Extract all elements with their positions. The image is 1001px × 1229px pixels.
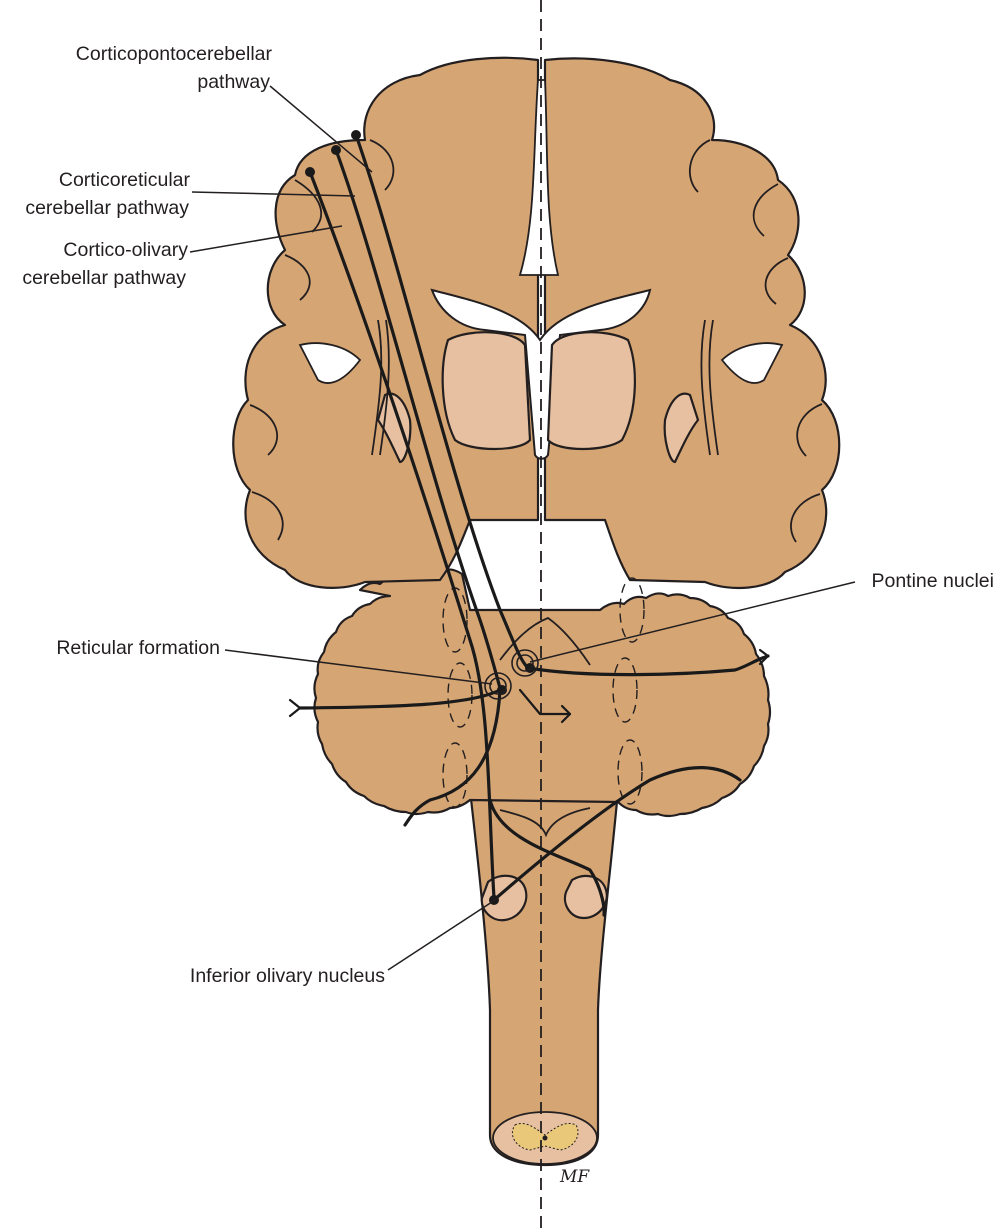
internal-capsule-lines <box>371 319 719 456</box>
lateral-ventricles <box>430 288 652 460</box>
left-inferior-olive <box>480 874 528 922</box>
corticoreticular-cell-body <box>331 145 341 155</box>
terminal-branches <box>288 648 770 724</box>
leader-inferior-olivary-nucleus <box>387 899 496 971</box>
thalamus-right <box>546 331 636 451</box>
label-corticoolivary-line2: cerebellar pathway <box>22 267 186 289</box>
label-corticoreticular-line2: cerebellar pathway <box>25 197 189 219</box>
cerebellum <box>313 568 772 818</box>
right-putamen <box>663 392 700 464</box>
right-hemisphere <box>543 57 841 590</box>
cerebellar-nuclei-outlines <box>442 577 645 808</box>
brain-tissue <box>232 56 841 1167</box>
fourth-ventricle <box>499 807 591 838</box>
illustrator-signature: MF <box>559 1167 590 1187</box>
pathways <box>288 130 770 917</box>
olivary-ipsilateral-fiber <box>488 798 606 917</box>
pontocerebellar-crossing-fiber <box>526 654 770 677</box>
corticopontocerebellar-cell-body <box>351 130 361 140</box>
label-corticoreticular-line1: Corticoreticular <box>59 169 191 191</box>
left-lateral-slit <box>298 342 362 384</box>
leader-reticular-formation <box>224 649 493 685</box>
longitudinal-fissure <box>518 79 560 276</box>
thalamus-left <box>441 331 532 451</box>
label-corticoolivary-line1: Cortico-olivary <box>63 239 188 261</box>
leader-corticopontocerebellar <box>269 85 373 173</box>
label-pontine-nuclei: Pontine nuclei <box>871 570 994 592</box>
label-corticopontocerebellar-line1: Corticopontocerebellar <box>76 43 273 65</box>
reticular-cell-body <box>497 685 507 695</box>
reticulocerebellar-fiber <box>298 688 502 710</box>
right-lateral-slit <box>720 342 784 384</box>
corticoolivary-fiber <box>308 170 496 900</box>
sulci <box>249 139 823 543</box>
labels: Corticopontocerebellar pathway Corticore… <box>22 43 994 1187</box>
label-reticular-formation: Reticular formation <box>56 637 220 659</box>
corticoolivary-cell-body <box>305 167 315 177</box>
synapse-rings <box>484 649 539 700</box>
reticular-descending-fiber <box>403 688 502 827</box>
central-canal <box>542 1135 548 1141</box>
leader-pontine-nuclei <box>529 581 856 663</box>
leader-lines <box>189 85 856 971</box>
leader-corticoolivary <box>189 225 343 253</box>
leader-corticoreticular <box>191 191 356 197</box>
olivocerebellar-fiber <box>492 766 742 902</box>
label-inferior-olivary-nucleus: Inferior olivary nucleus <box>190 965 385 987</box>
corticopontocerebellar-fiber <box>354 133 530 670</box>
corticoreticular-fiber <box>334 148 502 690</box>
label-corticopontocerebellar-line2: pathway <box>197 71 270 93</box>
